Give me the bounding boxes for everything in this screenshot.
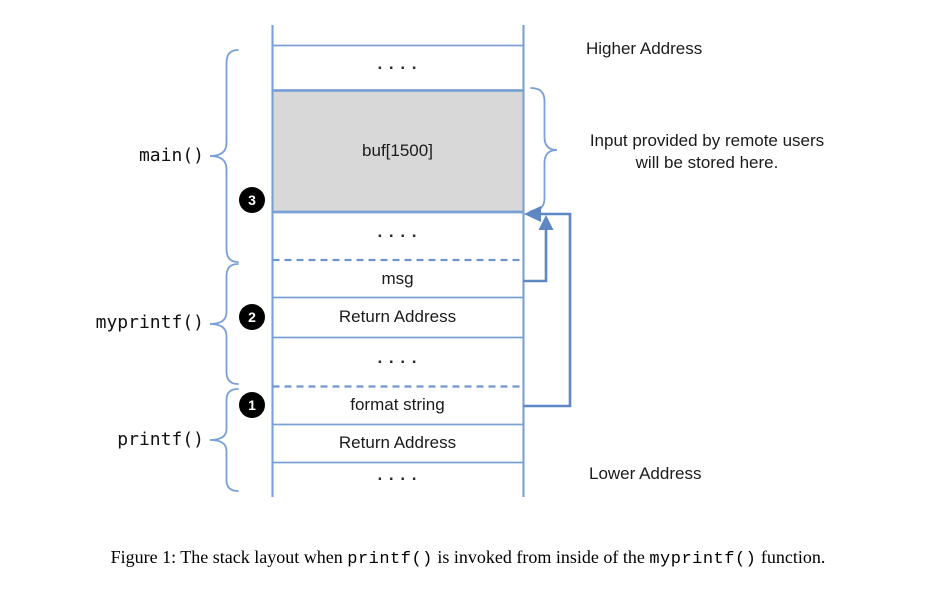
marker-1-badge: 1 — [239, 392, 265, 418]
brace-main — [209, 49, 239, 263]
stack-row-dots-2: . . . . — [377, 222, 418, 241]
arrowhead-up-icon — [538, 215, 554, 230]
arrowhead-left-icon — [524, 206, 541, 222]
stack-row-msg: msg — [381, 268, 414, 288]
stack-row-buf: buf[1500] — [362, 141, 433, 160]
caption-text: is invoked from inside of the — [437, 547, 645, 567]
arrow-format-string-to-buf — [523, 212, 572, 408]
buf-annotation-line1: Input provided by remote users — [589, 131, 825, 150]
marker-2-badge: 2 — [239, 304, 265, 330]
stack-row-return-address-myprintf: Return Address — [338, 307, 457, 326]
arrow-msg-to-buf — [523, 229, 548, 283]
brace-printf — [209, 388, 239, 492]
caption-text: function. — [760, 547, 826, 567]
caption-code-printf: printf() — [347, 550, 433, 569]
lower-address-label: Lower Address — [589, 464, 702, 483]
brace-myprintf — [209, 263, 239, 385]
buf-cell-fill — [272, 91, 523, 211]
caption-code-myprintf: myprintf() — [649, 550, 757, 569]
stack-row-format-string: format string — [350, 395, 445, 414]
buf-annotation-text: Input provided by remote users will be s… — [562, 130, 852, 174]
label-printf-function: printf() — [117, 429, 204, 450]
brace-buf-annotation — [530, 87, 558, 212]
label-myprintf-function: myprintf() — [95, 312, 204, 333]
marker-3-badge: 3 — [239, 187, 265, 213]
stack-row-dots-3: . . . . — [377, 347, 418, 367]
figure-caption: Figure 1: The stack layout when printf()… — [0, 547, 936, 569]
stack-row-dots-bottom: . . . . — [377, 464, 418, 484]
stack-row-dots-top: . . . . — [377, 53, 418, 73]
label-main-function: main() — [138, 145, 204, 166]
buf-annotation-line2: will be stored here. — [635, 153, 779, 172]
higher-address-label: Higher Address — [586, 39, 703, 58]
caption-text: Figure 1: The stack layout when — [110, 547, 343, 567]
stack-row-return-address-printf: Return Address — [338, 433, 457, 452]
stack-diagram-lines — [209, 25, 572, 497]
